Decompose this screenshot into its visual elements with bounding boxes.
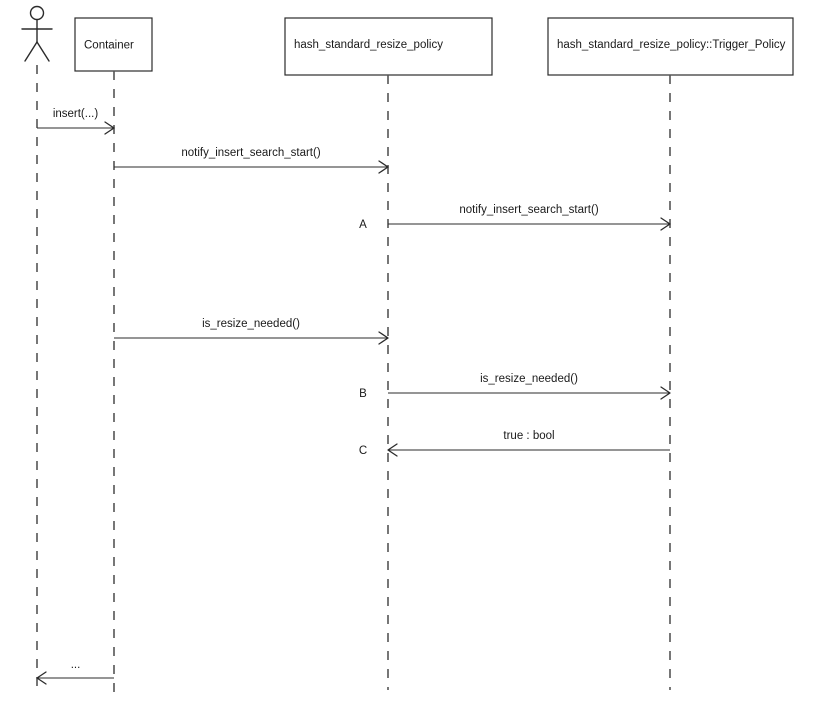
message-label-is-resize-needed-2: is_resize_needed()	[480, 373, 578, 385]
participant-label-policy: hash_standard_resize_policy	[294, 39, 443, 51]
return-separator-text: :	[523, 430, 533, 442]
message-return-ellipsis[interactable]: ...	[36, 659, 114, 685]
arrowhead-right-icon	[660, 386, 671, 400]
arrowhead-right-icon	[378, 331, 389, 345]
step-label-a: A	[359, 219, 367, 231]
participant-label-trigger-policy: hash_standard_resize_policy::Trigger_Pol…	[557, 39, 786, 51]
participant-label-container: Container	[84, 40, 134, 52]
message-label-is-resize-needed-1: is_resize_needed()	[202, 318, 300, 330]
message-is-resize-needed-2[interactable]: B is_resize_needed()	[359, 373, 671, 400]
step-label-c: C	[359, 445, 367, 457]
message-insert[interactable]: insert(...)	[37, 108, 115, 135]
message-label-return-ellipsis: ...	[71, 659, 81, 671]
arrowhead-left-icon	[36, 671, 47, 685]
actor-left-leg-line	[24, 41, 38, 62]
message-label-return-true-bool: true : bool	[503, 430, 554, 442]
return-type-text: bool	[533, 430, 555, 442]
participant-box-policy[interactable]	[284, 17, 493, 76]
message-label-notify-insert-search-start-2: notify_insert_search_start()	[459, 204, 599, 216]
message-is-resize-needed-1[interactable]: is_resize_needed()	[114, 318, 389, 345]
return-value-text: true	[503, 430, 523, 442]
message-label-insert: insert(...)	[53, 108, 99, 120]
participant-boxes: Container hash_standard_resize_policy ha…	[74, 17, 794, 76]
message-label-notify-insert-search-start-1: notify_insert_search_start()	[181, 147, 321, 159]
lifelines	[36, 65, 671, 692]
arrowhead-right-icon	[378, 160, 389, 174]
message-notify-insert-search-start-2[interactable]: A notify_insert_search_start()	[359, 204, 671, 231]
arrowhead-left-icon	[387, 443, 398, 457]
message-return-true-bool[interactable]: C true : bool	[359, 430, 670, 457]
message-notify-insert-search-start-1[interactable]: notify_insert_search_start()	[114, 147, 389, 174]
actor-figure[interactable]	[21, 5, 53, 62]
arrowhead-right-icon	[660, 217, 671, 231]
arrowhead-right-icon	[104, 121, 115, 135]
actor-head-icon	[29, 5, 45, 21]
participant-box-container[interactable]	[74, 17, 153, 72]
participant-box-trigger-policy[interactable]	[547, 17, 794, 76]
actor-right-leg-line	[36, 41, 50, 62]
step-label-b: B	[359, 388, 367, 400]
